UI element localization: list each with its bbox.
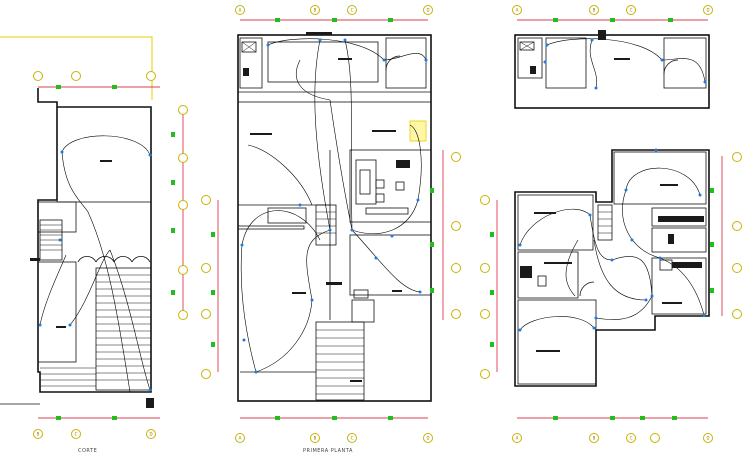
axis-bubble-left-side-5 [178, 310, 188, 320]
axis-bubble-left-top-c [71, 71, 81, 81]
svg-text:A: A [516, 8, 519, 13]
axis-bubble-right-left-f [480, 263, 490, 273]
axis-bubble-left-side-1 [178, 105, 188, 115]
svg-text:A: A [239, 8, 242, 13]
middle-sheet: A B C D [201, 5, 461, 454]
axis-bubble-mid-left-f [201, 263, 211, 273]
axis-bubble-mid-right-h [451, 309, 461, 319]
svg-text:C: C [351, 436, 354, 441]
svg-text:D: D [149, 432, 152, 437]
axis-bubble-right-top-d: D [703, 5, 713, 15]
axis-bubble-mid-right-f [451, 221, 461, 231]
svg-text:B: B [37, 432, 40, 437]
axis-bubble-right-side-h [732, 309, 742, 319]
axis-bubble-mid-top-a: A [235, 5, 245, 15]
axis-bubble-mid-bottom-b: B [310, 433, 320, 443]
svg-text:C: C [75, 432, 78, 437]
right-top-module [514, 34, 710, 109]
axis-bubble-right-bottom-c2 [650, 433, 660, 443]
axis-bubble-left-side-2 [178, 153, 188, 163]
axis-bubble-left-bottom-c: C [71, 429, 81, 439]
axis-bubble-mid-bottom-d: D [423, 433, 433, 443]
axis-bubble-right-left-h [480, 369, 490, 379]
axis-bubble-left-bottom-b: B [33, 429, 43, 439]
axis-bubble-mid-top-c: C [347, 5, 357, 15]
axis-bubble-right-side-f [732, 221, 742, 231]
svg-text:B: B [314, 8, 317, 13]
axis-bubble-right-bottom-b: B [589, 433, 599, 443]
axis-bubble-mid-right-g [451, 263, 461, 273]
axis-bubble-left-side-4 [178, 265, 188, 275]
axis-bubble-right-bottom-a: A [512, 433, 522, 443]
svg-text:B: B [593, 436, 596, 441]
axis-bubble-right-top-b: B [589, 5, 599, 15]
svg-text:D: D [706, 8, 709, 13]
axis-bubble-left-top-d [146, 71, 156, 81]
left-stair [39, 219, 152, 391]
svg-text:D: D [426, 436, 429, 441]
left-sheet: B C D CORTE [0, 36, 188, 454]
axis-bubble-mid-bottom-c: C [347, 433, 357, 443]
axis-bubble-mid-left-h [201, 369, 211, 379]
axis-bubble-mid-top-b: B [310, 5, 320, 15]
middle-sheet-title: PRIMERA PLANTA [303, 448, 353, 454]
axis-bubble-mid-top-d: D [423, 5, 433, 15]
right-lower-outline [514, 149, 710, 387]
sheet-frame-corner [0, 36, 153, 100]
axis-bubble-right-side-e [732, 152, 742, 162]
left-sheet-title: CORTE [78, 448, 97, 454]
svg-text:A: A [239, 436, 242, 441]
svg-text:C: C [630, 436, 633, 441]
right-sheet: A B C D [480, 5, 742, 443]
svg-text:A: A [516, 436, 519, 441]
left-building-outline [37, 88, 152, 393]
axis-bubble-mid-right-e [451, 152, 461, 162]
axis-bubble-right-left-g [480, 309, 490, 319]
axis-bubble-right-bottom-c: C [626, 433, 636, 443]
axis-bubble-left-bottom-d: D [146, 429, 156, 439]
svg-text:B: B [314, 436, 317, 441]
axis-bubble-right-top-c: C [626, 5, 636, 15]
axis-bubble-left-side-3 [178, 200, 188, 210]
svg-text:C: C [351, 8, 354, 13]
axis-bubble-right-top-a: A [512, 5, 522, 15]
svg-text:D: D [426, 8, 429, 13]
axis-bubble-right-bottom-d: D [703, 433, 713, 443]
axis-bubble-mid-bottom-a: A [235, 433, 245, 443]
axis-bubble-right-side-g [732, 263, 742, 273]
axis-bubble-mid-left-e [201, 195, 211, 205]
svg-text:D: D [706, 436, 709, 441]
axis-bubble-left-top-b [33, 71, 43, 81]
axis-bubble-mid-left-g [201, 309, 211, 319]
svg-text:B: B [593, 8, 596, 13]
svg-text:C: C [630, 8, 633, 13]
axis-bubble-right-left-e [480, 195, 490, 205]
